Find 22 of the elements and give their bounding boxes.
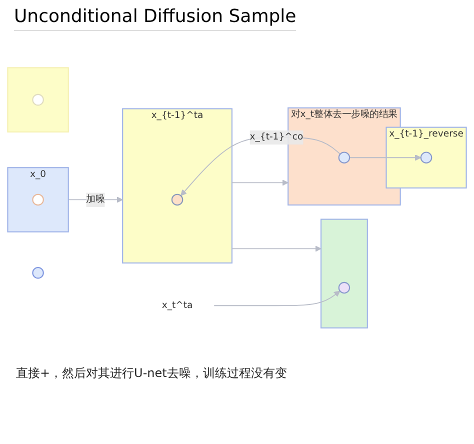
edge-label: 加噪 [86,194,105,206]
node-circle [338,152,350,164]
node-circle [420,152,432,164]
node-circle [32,194,44,206]
note-text: 直接+，然后对其进行U-net去噪，训练过程没有变 [16,365,288,382]
cluster [320,218,368,329]
node-circle [171,194,184,206]
arrow [349,154,422,161]
cluster: x_0 [7,167,69,233]
node-text: x_t^ta [162,300,193,311]
arrow [180,137,341,196]
edge-label: x_{t-1}^co [250,132,304,143]
cluster: x_{t-1}^ta [122,108,232,264]
arrow [214,290,340,306]
cluster: x_{t-1}_reverse [386,126,467,189]
arrow [232,180,288,186]
arrow [232,246,322,252]
diagram-title: Unconditional Diffusion Sample [14,6,296,31]
node-circle [338,282,350,294]
node-circle [32,94,44,106]
node-circle [32,267,44,279]
cluster [7,67,69,133]
